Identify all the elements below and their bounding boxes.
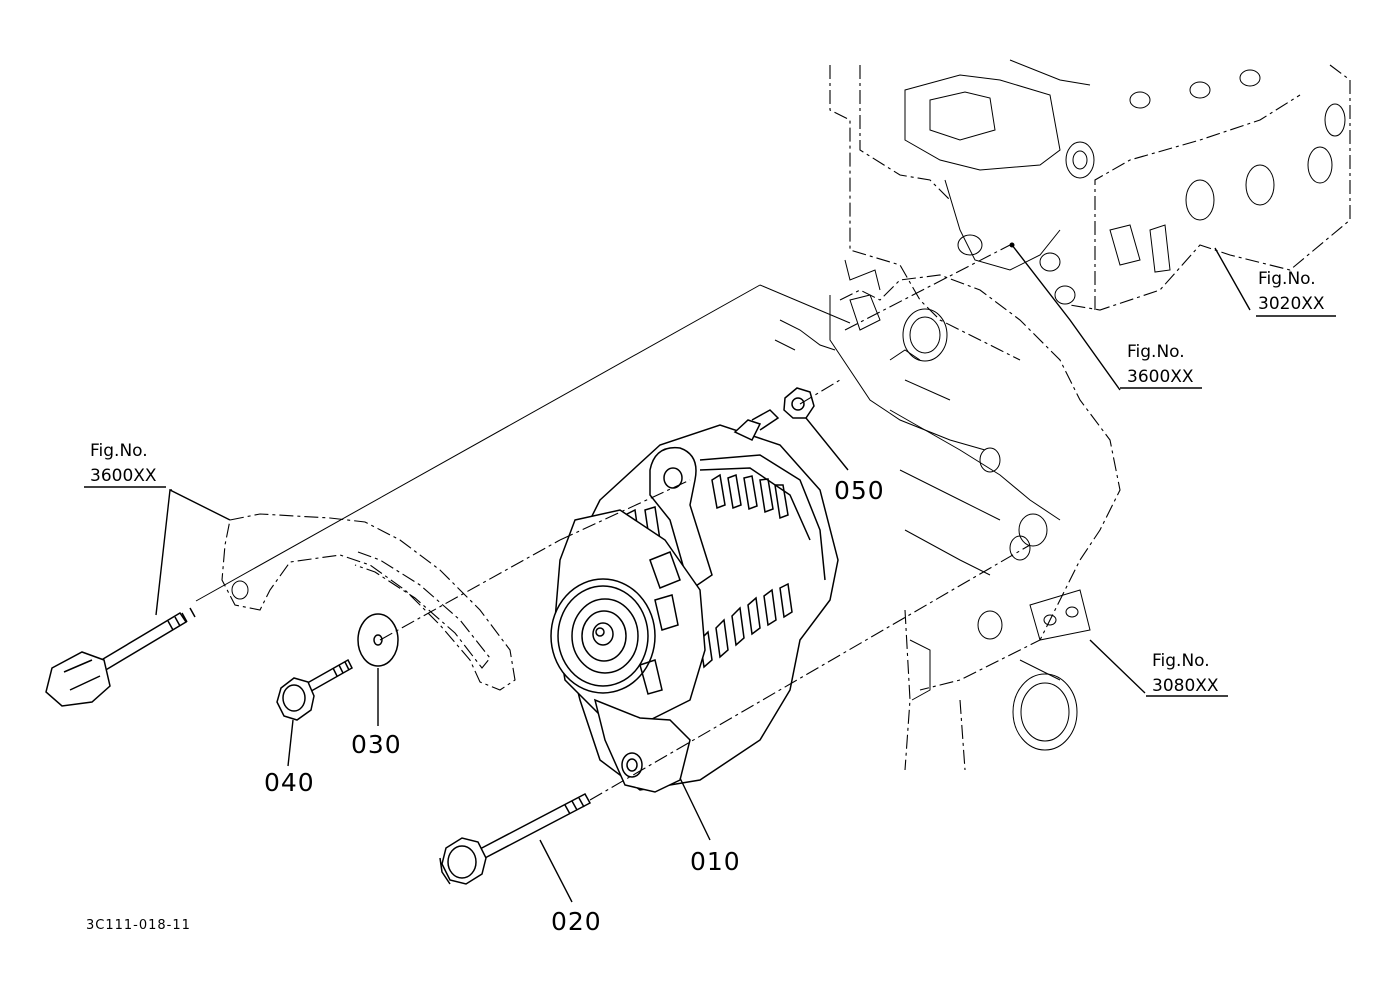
ref-3600-left-prefix: Fig.No. [90,441,148,461]
ref-3600-right-prefix: Fig.No. [1127,342,1185,362]
ref-3020-number: 3020XX [1258,294,1325,314]
part-label-030: 030 [351,730,402,759]
bolt-040 [276,658,353,721]
drawing-code: 3C111-018-11 [86,918,191,933]
engine-head-outline [829,59,1351,361]
assembly-centerlines [195,244,1031,801]
nut-050 [783,387,815,419]
washer-030 [357,613,399,667]
ref-3600-right-number: 3600XX [1127,367,1194,387]
alternator-pulley [550,578,656,694]
part-label-040: 040 [264,768,315,797]
gear-case-outline [774,259,1121,771]
alternator-010 [550,409,839,793]
ref-3080-number: 3080XX [1152,676,1219,696]
part-label-010: 010 [690,847,741,876]
stud-bolt-left [45,607,196,707]
ref-3020-prefix: Fig.No. [1258,269,1316,289]
part-label-020: 020 [551,907,602,936]
part-label-050: 050 [834,476,885,505]
bolt-020 [439,792,592,885]
ref-3600-left-number: 3600XX [90,466,157,486]
ref-3080-prefix: Fig.No. [1152,651,1210,671]
adjusting-bracket-outline [221,513,516,691]
leader-lines [84,242,1336,903]
